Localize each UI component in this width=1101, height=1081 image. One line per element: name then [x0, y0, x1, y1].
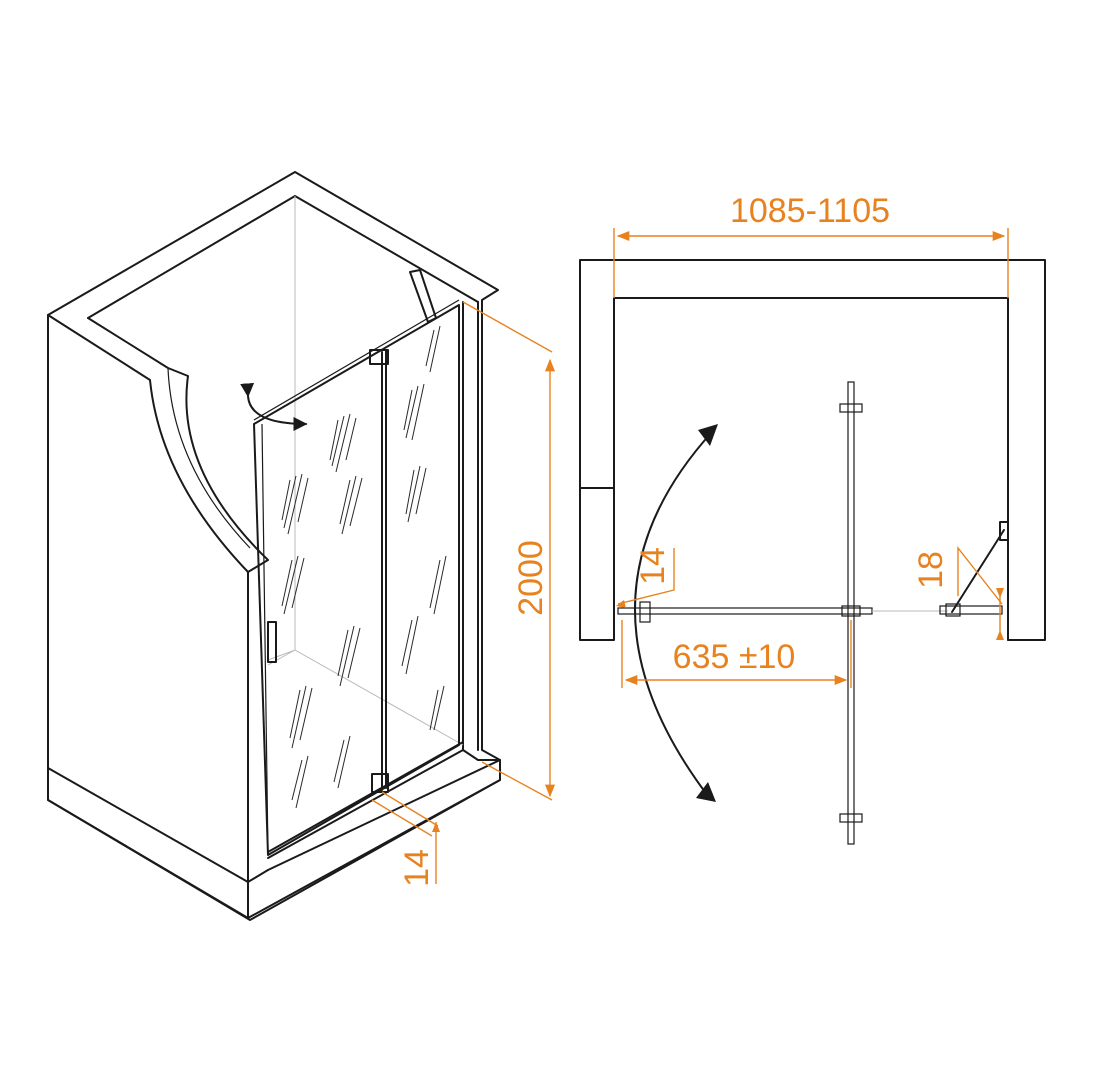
door-handle [267, 621, 277, 663]
door-top-edge [253, 299, 460, 421]
door-panel-inner [261, 423, 269, 856]
plan-glass-label: 14 [634, 547, 672, 585]
plan-glass-leader [617, 548, 675, 605]
plan-dimensions: 1085-1105 635 ±10 14 18 [613, 192, 1009, 688]
height-label: 2000 [512, 540, 550, 616]
isometric-view [47, 171, 501, 921]
left-wall-inner-curve [167, 367, 251, 549]
stabilizer-bar [409, 269, 437, 323]
left-wall-face [47, 314, 249, 883]
profile-label: 18 [912, 551, 950, 589]
plan-stabilizer [951, 521, 1009, 613]
base-plinth [47, 767, 249, 919]
plan-swing-arc [634, 431, 713, 797]
plan-handle [639, 601, 651, 623]
width-label: 1085-1105 [730, 192, 890, 230]
arrowhead-icon [698, 424, 718, 446]
plan-left-wall-lower [579, 487, 615, 641]
right-wall-column [462, 301, 501, 761]
profile-leader [957, 545, 1003, 605]
top-hinge [369, 349, 389, 365]
iso-glass-label: 14 [398, 849, 436, 887]
ext-line-glass-1 [381, 791, 439, 827]
door-leaf-closed [617, 607, 873, 615]
fixed-panel [939, 605, 1003, 615]
glass-hatching [281, 325, 447, 809]
ext-line-bottom [481, 761, 553, 801]
open-hinge-bottom [839, 813, 863, 823]
curved-swing-arrow-icon [240, 382, 308, 431]
door-divider [381, 349, 387, 791]
left-wall-curve [47, 314, 269, 573]
door-panel-outline [253, 304, 460, 856]
ext-line-glass-2 [371, 799, 433, 837]
iso-dimensions: 2000 14 [371, 301, 556, 887]
door-leaf-open [847, 381, 855, 845]
plan-pivot [841, 605, 861, 617]
wall-top-outline [47, 171, 501, 921]
arrowhead-icon [696, 782, 716, 802]
base-plinth-right [247, 779, 501, 919]
plan-connector [945, 603, 961, 617]
base-top-right [247, 869, 269, 883]
open-hinge-top [839, 403, 863, 413]
bottom-hinge [371, 773, 389, 793]
ext-line-top [462, 301, 553, 353]
floor-lines [267, 649, 464, 746]
door-width-label: 635 ±10 [673, 638, 796, 676]
tray-edge [267, 741, 501, 871]
